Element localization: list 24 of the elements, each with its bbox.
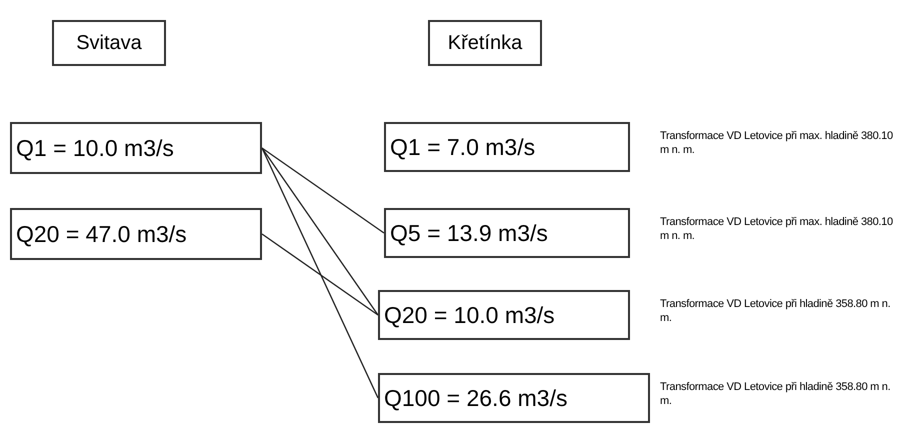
- value-box: [10, 208, 262, 260]
- connector-line: [261, 148, 379, 316]
- box-label: Křetínka: [448, 31, 522, 56]
- box-label: Svitava: [76, 31, 142, 56]
- connector-line: [262, 147, 384, 234]
- connector-line: [261, 148, 379, 398]
- value-box: [378, 373, 650, 423]
- value-box: [52, 20, 166, 66]
- box-label: Q100 = 26.6 m3/s: [384, 384, 568, 413]
- box-label: Q20 = 10.0 m3/s: [384, 300, 555, 330]
- note-text: Transformace VD Letovice při max. hladině 380.10 m n. m.: [660, 129, 894, 157]
- note-text: Transformace VD Letovice při hladině 358.80 m n. m.: [660, 297, 892, 325]
- box-label: Q1 = 10.0 m3/s: [16, 134, 174, 163]
- value-box: [384, 122, 630, 172]
- value-box: [378, 290, 630, 340]
- value-box: [10, 122, 262, 174]
- box-label: Q1 = 7.0 m3/s: [390, 132, 536, 162]
- box-label: Q20 = 47.0 m3/s: [16, 220, 187, 249]
- box-label: Q5 = 13.9 m3/s: [390, 218, 548, 248]
- note-text: Transformace VD Letovice při max. hladině 380.10 m n. m.: [660, 215, 894, 243]
- value-box: [384, 208, 630, 258]
- connector-line: [262, 233, 378, 316]
- note-text: Transformace VD Letovice při hladině 358.80 m n. m.: [660, 380, 892, 408]
- value-box: [428, 20, 542, 66]
